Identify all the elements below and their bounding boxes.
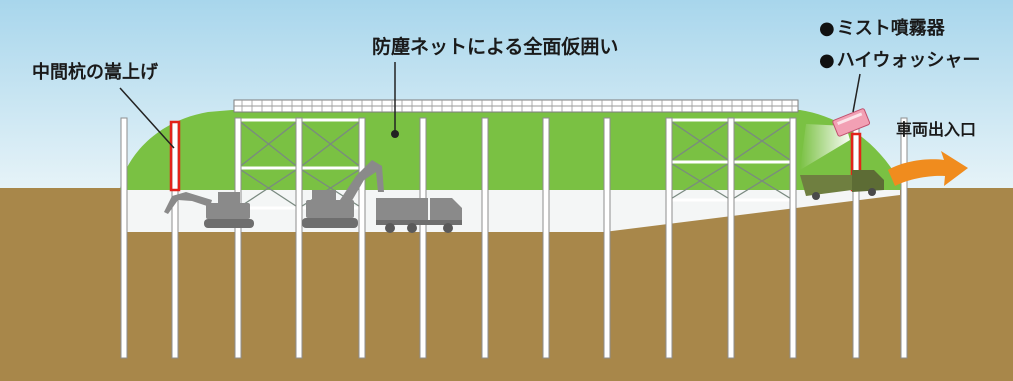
label-vehicle-gate: 車両出入口 [896, 120, 977, 139]
pile [171, 121, 179, 359]
raised-pile-highlight [169, 120, 181, 192]
leader-line-pile [119, 87, 175, 149]
pile [852, 117, 860, 359]
label-high-washer-text: ハイウォッシャー [836, 50, 981, 71]
leader-dot-net [391, 130, 399, 138]
piles [120, 117, 908, 359]
label-high-washer: ●ハイウォッシャー [819, 52, 980, 70]
label-dust-net: 防塵ネットによる全面仮囲い [372, 36, 619, 58]
pile [358, 117, 366, 359]
pile [481, 117, 489, 359]
pile [120, 117, 128, 359]
mist-spray [800, 124, 850, 170]
bullet-icon: ● [819, 18, 835, 39]
leader-line-sprayer [852, 73, 861, 113]
dust-net-enclosure [120, 110, 904, 190]
mist-sprayer-icon [832, 108, 871, 137]
pile [603, 117, 611, 359]
top-deck [233, 99, 799, 113]
pile [665, 117, 673, 359]
pile [900, 117, 908, 359]
label-mist-sprayer: ●ミスト噴霧器 [819, 20, 945, 38]
pile [789, 117, 797, 359]
excavator-icon [164, 192, 254, 228]
arrow-right-icon [888, 151, 968, 186]
pile [419, 117, 427, 359]
label-mist-sprayer-text: ミスト噴霧器 [836, 18, 945, 39]
dump-truck-icon [800, 170, 884, 200]
pile [234, 117, 242, 359]
bullet-icon: ● [819, 50, 835, 71]
pile [542, 117, 550, 359]
dump-truck-icon [376, 198, 462, 233]
label-intermediate-pile: 中間杭の嵩上げ [32, 62, 158, 83]
pile [295, 117, 303, 359]
pile [727, 117, 735, 359]
excavator-icon [302, 160, 384, 228]
